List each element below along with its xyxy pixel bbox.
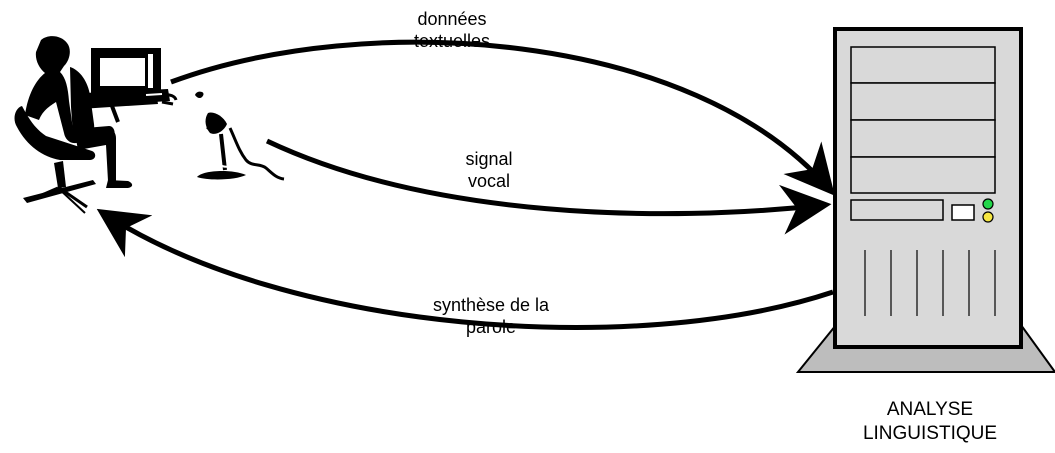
drive-bay-3	[850, 119, 996, 158]
linguistic-analysis-label-line-2: LINGUISTIQUE	[862, 423, 998, 444]
tower-vents	[864, 250, 996, 316]
voice-signal-label: signal vocal	[465, 148, 512, 192]
status-light	[982, 211, 994, 223]
textual-data-label-line-2: textuelles	[413, 31, 491, 51]
speech-synthesis-label-line-1: synthèse de la	[432, 295, 550, 315]
voice-signal-label-line-2: vocal	[467, 171, 511, 191]
linguistic-analysis-label: ANALYSE LINGUISTIQUE	[863, 398, 997, 446]
drive-bay-4	[850, 156, 996, 194]
computer-tower-icon	[795, 27, 1055, 373]
speech-synthesis-arrow	[96, 208, 834, 330]
microphone-icon	[195, 91, 285, 181]
voice-signal-arrow	[265, 138, 832, 235]
linguistic-analysis-label-line-1: ANALYSE	[886, 399, 974, 420]
power-light	[982, 198, 994, 210]
drive-bay-1	[850, 46, 996, 84]
textual-data-arrow	[170, 39, 835, 196]
speech-synthesis-label: synthèse de la parole	[433, 294, 549, 338]
drive-bay-2	[850, 82, 996, 121]
voice-signal-label-line-1: signal	[465, 149, 513, 169]
speech-synthesis-label-line-2: parole	[465, 317, 517, 337]
floppy-slot	[850, 199, 944, 221]
user-at-computer-icon	[14, 36, 178, 214]
textual-data-label-line-1: données	[417, 9, 487, 29]
front-panel-display	[951, 204, 975, 221]
textual-data-label: données textuelles	[414, 8, 490, 52]
